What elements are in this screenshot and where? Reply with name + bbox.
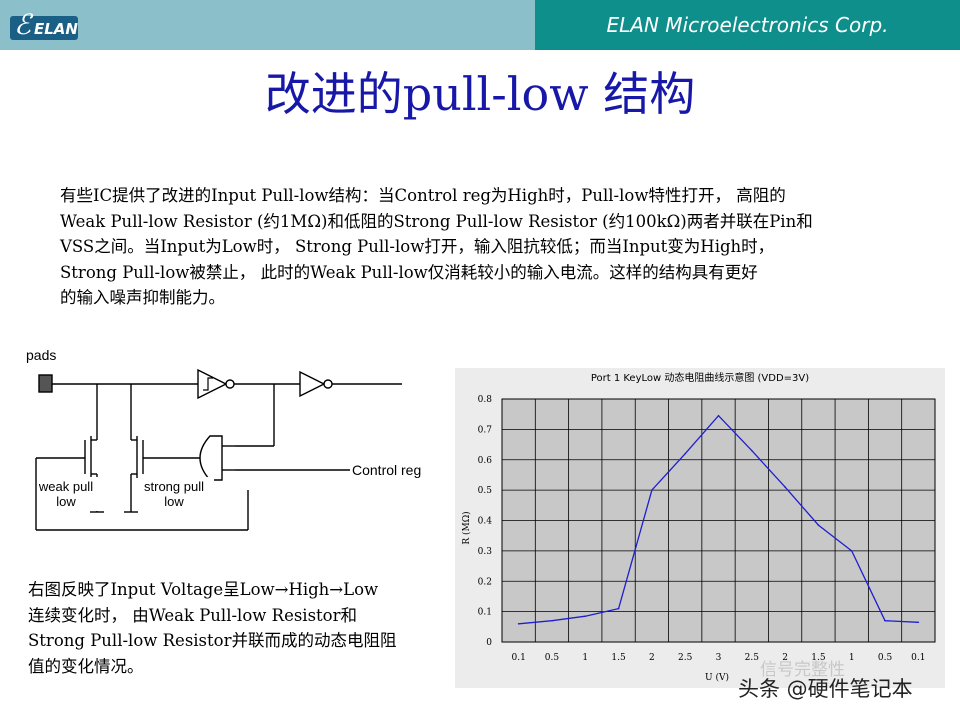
y-tick-labels: 0 0.1 0.2 0.3 0.4 0.5 0.6 0.7 0.8 bbox=[478, 395, 493, 648]
pads-label: pads bbox=[26, 347, 56, 363]
schmitt-buffer-icon bbox=[197, 368, 228, 400]
x-tick-label: 0.1 bbox=[511, 653, 525, 663]
paragraph-line: 有些IC提供了改进的Input Pull-low结构：当Control reg为… bbox=[60, 186, 786, 205]
x-axis-label: U (V) bbox=[705, 672, 729, 683]
and-gate-icon bbox=[199, 435, 223, 481]
watermark-ghost-text: 信号完整性 bbox=[760, 660, 845, 680]
company-name: ELAN Microelectronics Corp. bbox=[535, 0, 960, 50]
data-point bbox=[684, 452, 686, 455]
data-point bbox=[751, 449, 753, 452]
note-line: 右图反映了Input Voltage呈Low→High→Low bbox=[28, 580, 379, 599]
weak-low-label: low bbox=[56, 494, 76, 509]
data-point bbox=[651, 489, 653, 491]
strong-low-label: low bbox=[164, 494, 184, 509]
data-point bbox=[784, 486, 786, 488]
y-tick-label: 0 bbox=[486, 638, 492, 648]
x-tick-label: 1 bbox=[849, 653, 855, 663]
y-axis-label: R (MΩ) bbox=[461, 511, 472, 544]
paragraph-line: Strong Pull-low被禁止， 此时的Weak Pull-low仅消耗较… bbox=[60, 262, 758, 282]
y-tick-label: 0.5 bbox=[478, 486, 493, 496]
y-tick-label: 0.1 bbox=[478, 608, 492, 618]
y-tick-label: 0.2 bbox=[478, 577, 492, 587]
x-tick-label: 1.5 bbox=[611, 653, 626, 663]
dynamic-resistance-chart: Port 1 KeyLow 动态电阻曲线示意图 (VDD=3V) 0 0.1 0.2… bbox=[455, 368, 945, 688]
note-line: 值的变化情况。 bbox=[28, 656, 144, 676]
data-point bbox=[617, 607, 620, 610]
x-tick-labels: 0.1 0.5 1 1.5 2 2.5 3 2.5 2 1.5 1 0.5 0.1 bbox=[511, 653, 925, 663]
y-tick-label: 0.7 bbox=[478, 425, 493, 435]
data-point bbox=[584, 615, 587, 617]
chart-description: 右图反映了Input Voltage呈Low→High→Low 连续变化时， 由… bbox=[28, 577, 458, 679]
pad-icon bbox=[38, 374, 53, 393]
paragraph-line: Weak Pull-low Resistor (约1MΩ)和低阻的Strong … bbox=[60, 211, 813, 231]
description-paragraph: 有些IC提供了改进的Input Pull-low结构：当Control reg为… bbox=[60, 183, 910, 311]
data-point bbox=[850, 550, 853, 552]
strong-pull-label: strong pull bbox=[144, 479, 204, 494]
svg-text:ℰ: ℰ bbox=[14, 8, 34, 41]
x-tick-label: 0.5 bbox=[878, 653, 893, 663]
note-line: 连续变化时， 由Weak Pull-low Resistor和 bbox=[28, 605, 357, 625]
data-point bbox=[717, 414, 720, 417]
paragraph-line: VSS之间。当Input为Low时， Strong Pull-low打开，输入阻… bbox=[60, 237, 775, 256]
chart-grid bbox=[502, 398, 935, 643]
chart-title: Port 1 KeyLow 动态电阻曲线示意图 (VDD=3V) bbox=[591, 371, 809, 384]
x-tick-label: 2.5 bbox=[745, 653, 760, 663]
x-tick-label: 0.5 bbox=[545, 653, 560, 663]
data-point bbox=[551, 619, 553, 622]
inverter-icon bbox=[299, 370, 326, 398]
paragraph-line: 的输入噪声抑制能力。 bbox=[60, 288, 225, 307]
slide-title: 改进的pull-low 结构 bbox=[264, 67, 696, 121]
x-tick-label: 2.5 bbox=[678, 653, 693, 663]
x-tick-label: 3 bbox=[716, 653, 722, 663]
y-tick-label: 0.6 bbox=[478, 456, 493, 466]
y-tick-label: 0.3 bbox=[478, 547, 493, 557]
logo-text: ELAN bbox=[34, 20, 78, 38]
y-tick-label: 0.8 bbox=[478, 395, 493, 405]
x-tick-label: 0.1 bbox=[911, 653, 925, 663]
data-point bbox=[517, 622, 520, 625]
data-point bbox=[817, 524, 820, 526]
note-line: Strong Pull-low Resistor并联而成的动态电阻阻 bbox=[28, 631, 397, 650]
header-bar: ℰ ELAN ELAN Microelectronics Corp. bbox=[0, 0, 960, 50]
watermark-text: 头条 @硬件笔记本 bbox=[738, 677, 913, 701]
weak-pull-label: weak pull bbox=[38, 479, 93, 494]
data-point bbox=[884, 619, 886, 622]
pull-low-circuit-diagram: pads Control reg weak pull low strong pu… bbox=[26, 347, 421, 531]
data-point bbox=[917, 621, 920, 624]
x-tick-label: 1.5 bbox=[811, 653, 826, 663]
x-tick-label: 2 bbox=[649, 653, 655, 663]
x-tick-label: 1 bbox=[582, 653, 588, 663]
elan-logo: ℰ ELAN bbox=[10, 8, 78, 41]
control-reg-label: Control reg bbox=[352, 462, 421, 478]
y-tick-label: 0.4 bbox=[478, 517, 493, 527]
x-tick-label: 2 bbox=[782, 653, 788, 663]
